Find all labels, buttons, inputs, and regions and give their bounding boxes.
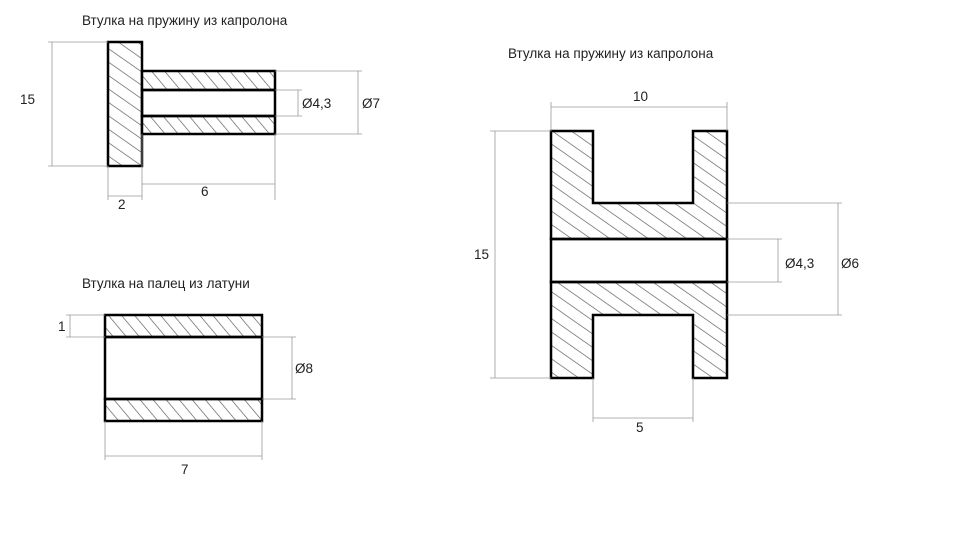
- dim-length: 7: [181, 462, 189, 477]
- tube-lower-wall: [140, 114, 277, 136]
- spring-bushing-large-title: Втулка на пружину из капролона: [508, 46, 714, 61]
- bushing-bore: [103, 335, 264, 401]
- dim-height: 15: [474, 247, 489, 262]
- dim-height: 15: [20, 92, 35, 107]
- bushing-upper-wall: [103, 313, 264, 339]
- spring-bushing-large-drawing: Втулка на пружину из капролона 10 15 Ø4,…: [474, 46, 859, 435]
- spring-bushing-small-title: Втулка на пружину из капролона: [82, 13, 288, 28]
- tube-upper-wall: [140, 69, 277, 92]
- tube-bore: [140, 88, 277, 118]
- dim-flange-thickness: 2: [118, 197, 126, 212]
- dim-groove-width: 5: [636, 420, 644, 435]
- dim-bore-diameter: Ø8: [295, 361, 313, 376]
- dim-bore-diameter: Ø4,3: [302, 96, 331, 111]
- dim-width: 10: [633, 89, 648, 104]
- spring-bushing-small-drawing: Втулка на пружину из капролона 15 2 6 Ø4…: [20, 13, 380, 212]
- dim-hub-diameter: Ø6: [841, 256, 859, 271]
- bushing-lower-wall: [103, 397, 264, 423]
- pin-bushing-drawing: Втулка на палец из латуни 1 Ø8 7: [58, 276, 313, 477]
- dim-bore-diameter: Ø4,3: [785, 256, 814, 271]
- lower-section: [549, 280, 729, 380]
- center-bore: [549, 237, 729, 284]
- dim-length: 6: [201, 184, 209, 199]
- flange-section: [106, 40, 144, 168]
- dim-wall-thickness: 1: [58, 319, 66, 334]
- pin-bushing-title: Втулка на палец из латуни: [82, 276, 250, 291]
- upper-section: [549, 129, 729, 241]
- dim-outer-diameter: Ø7: [362, 96, 380, 111]
